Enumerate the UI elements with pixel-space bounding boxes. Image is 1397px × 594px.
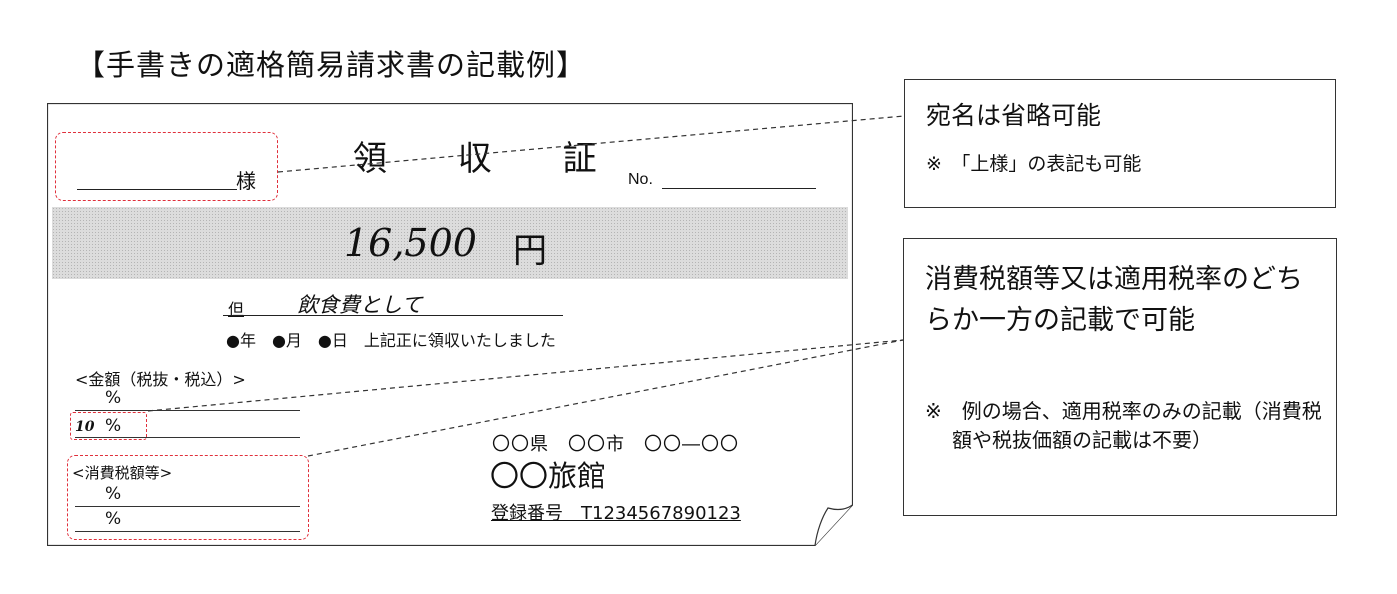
callout-tax: 消費税額等又は適用税率のどちらか一方の記載で可能 ※ 例の場合、適用税率のみの記… bbox=[903, 238, 1337, 516]
callout-addressee-note: ※ 「上様」の表記も可能 bbox=[926, 153, 1142, 175]
rate-row-2-line bbox=[75, 437, 300, 438]
callout-tax-note: ※ 例の場合、適用税率のみの記載（消費税額や税抜価額の記載は不要） bbox=[925, 397, 1325, 455]
date-statement: ●年 ●月 ●日 上記正に領収いたしました bbox=[226, 331, 556, 350]
tax-row-2-percent: % bbox=[105, 509, 122, 529]
receipt: 領 収 証 様 No. 16,500 円 但 飲食費として ●年 ●月 ●日 上… bbox=[47, 103, 853, 546]
yen-label: 円 bbox=[513, 231, 547, 271]
page-curl-icon bbox=[814, 504, 853, 546]
rate-row-2-percent: % bbox=[105, 416, 122, 436]
rate-row-1-line bbox=[75, 410, 300, 411]
store-name: 〇〇旅館 bbox=[490, 459, 607, 493]
page-title: 【手書きの適格簡易請求書の記載例】 bbox=[76, 48, 587, 82]
amount-band bbox=[52, 207, 848, 279]
receipt-title: 領 収 証 bbox=[353, 139, 627, 179]
registration-number: 登録番号 T1234567890123 bbox=[491, 503, 741, 524]
purpose-prefix: 但 bbox=[228, 300, 245, 319]
tax-row-2-line bbox=[75, 531, 300, 532]
rate-row-1-percent: % bbox=[105, 388, 122, 408]
tax-row-1-percent: % bbox=[105, 484, 122, 504]
receipt-number-label: No. bbox=[628, 171, 653, 188]
addressee-highlight bbox=[55, 132, 278, 201]
purpose-line bbox=[223, 315, 563, 316]
amount-heading: <金額（税抜・税込）> bbox=[75, 370, 246, 389]
handwritten-rate: 10 bbox=[75, 419, 95, 435]
callout-addressee: 宛名は省略可能 ※ 「上様」の表記も可能 bbox=[904, 79, 1336, 208]
tax-highlight bbox=[67, 455, 309, 540]
total-amount: 16,500 bbox=[344, 221, 477, 265]
rate-highlight bbox=[70, 412, 147, 440]
addressee-line bbox=[77, 189, 237, 190]
addressee-suffix: 様 bbox=[236, 169, 256, 193]
tax-row-1-line bbox=[75, 506, 300, 507]
callout-addressee-main: 宛名は省略可能 bbox=[926, 101, 1102, 130]
tax-heading: <消費税額等> bbox=[72, 464, 173, 482]
purpose-text: 飲食費として bbox=[297, 293, 423, 317]
callout-tax-note-text: ※ 例の場合、適用税率のみの記載（消費税額や税抜価額の記載は不要） bbox=[925, 399, 1322, 452]
callout-tax-main: 消費税額等又は適用税率のどちらか一方の記載で可能 bbox=[925, 264, 1303, 336]
receipt-number-line bbox=[662, 188, 816, 189]
